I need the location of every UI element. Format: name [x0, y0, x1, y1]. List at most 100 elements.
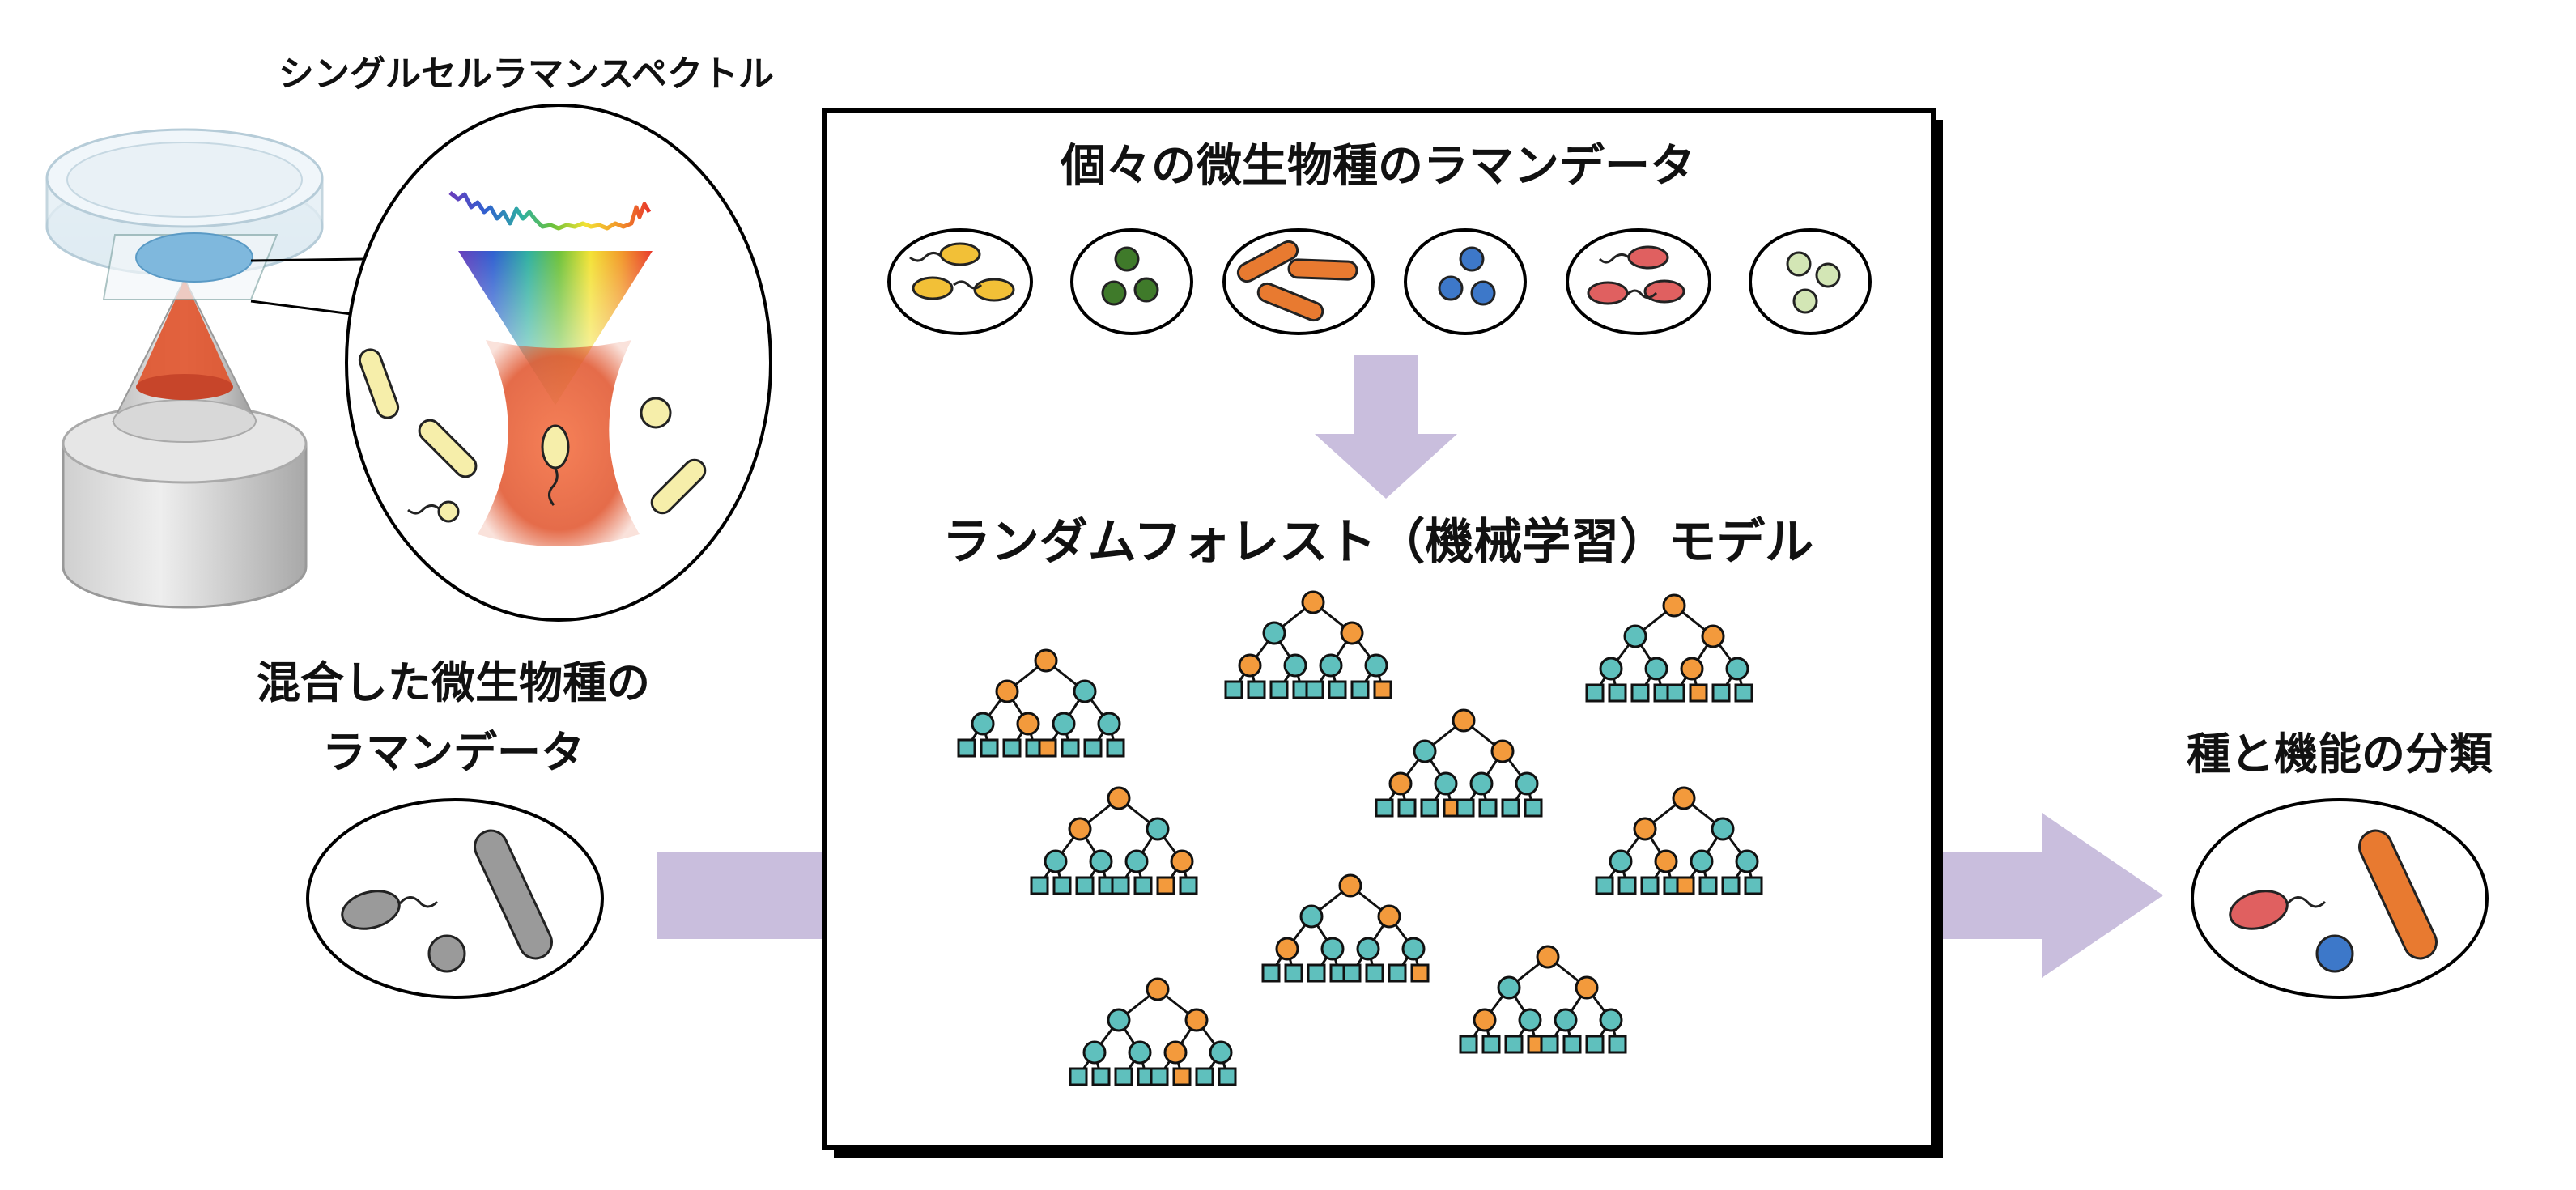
- tree-node: [1575, 975, 1599, 1000]
- tree-node: [1170, 849, 1194, 873]
- tree-leaf: [1585, 1035, 1605, 1054]
- training-arrow: [1315, 355, 1457, 499]
- tree-node: [1238, 653, 1262, 678]
- tree-node: [1469, 771, 1494, 796]
- decision-tree-icon: [957, 648, 1125, 758]
- tree-node: [1644, 657, 1668, 681]
- tree-leaf: [1562, 1035, 1582, 1054]
- decision-tree-icon: [1595, 786, 1763, 895]
- tree-node: [1490, 739, 1515, 763]
- tree-leaf: [1247, 680, 1266, 699]
- tree-leaf: [1420, 798, 1439, 818]
- tree-leaf: [1038, 738, 1057, 758]
- tree-leaf: [1091, 1067, 1111, 1086]
- species-cell-6: [1749, 228, 1872, 335]
- tree-node: [1599, 1008, 1623, 1032]
- decision-tree-icon: [1069, 977, 1237, 1086]
- tree-node: [1654, 849, 1678, 873]
- tree-node: [1209, 1040, 1233, 1065]
- tree-node: [1299, 904, 1324, 929]
- tree-node: [1356, 937, 1380, 961]
- tree-leaf: [1373, 680, 1392, 699]
- tree-leaf: [980, 738, 999, 758]
- input-label-line1: 混合した微生物種の: [257, 657, 650, 708]
- tree-node: [1672, 786, 1696, 810]
- output-title: 種と機能の分類: [2187, 729, 2493, 780]
- tree-leaf: [1305, 680, 1324, 699]
- tree-node: [1725, 657, 1749, 681]
- tree-leaf: [1410, 963, 1430, 983]
- tree-node: [1377, 904, 1401, 929]
- tree-node: [1107, 1008, 1131, 1032]
- tree-node: [1073, 679, 1097, 703]
- tree-node: [1097, 712, 1121, 736]
- tree-node: [1128, 1040, 1152, 1065]
- tree-leaf: [1456, 798, 1475, 818]
- tree-node: [1082, 1040, 1107, 1065]
- tree-leaf: [1698, 876, 1718, 895]
- tree-leaf: [1150, 1067, 1169, 1086]
- classified-output-cell: [2191, 798, 2489, 999]
- tree-leaf: [1328, 680, 1347, 699]
- tree-leaf: [1365, 963, 1384, 983]
- zoom-callout: [345, 104, 772, 622]
- tree-leaf: [1030, 876, 1049, 895]
- tree-node: [1034, 648, 1058, 673]
- tree-leaf: [1172, 1067, 1192, 1086]
- tree-node: [1554, 1008, 1578, 1032]
- decision-tree-icon: [1585, 593, 1753, 703]
- tree-node: [1089, 849, 1113, 873]
- tree-leaf: [1504, 1035, 1524, 1054]
- tree-leaf: [1608, 683, 1627, 703]
- tree-node: [1044, 849, 1068, 873]
- tree-leaf: [1307, 963, 1326, 983]
- tree-leaf: [1640, 876, 1660, 895]
- decision-tree-icon: [1224, 590, 1392, 699]
- tree-node: [1473, 1008, 1497, 1032]
- tree-node: [1320, 937, 1345, 961]
- microscope-illustration: [45, 128, 365, 609]
- tree-leaf: [1083, 738, 1103, 758]
- tree-node: [1338, 873, 1362, 898]
- decision-tree-icon: [1261, 873, 1430, 983]
- tree-leaf: [1350, 680, 1370, 699]
- species-row: [887, 228, 1872, 335]
- tree-node: [1690, 849, 1714, 873]
- tree-leaf: [1689, 683, 1708, 703]
- tree-leaf: [1342, 963, 1362, 983]
- tree-node: [1401, 937, 1426, 961]
- tree-node: [1146, 817, 1170, 841]
- tree-node: [1662, 593, 1686, 618]
- tree-leaf: [1075, 876, 1095, 895]
- tree-node: [1262, 621, 1286, 645]
- tree-leaf: [1106, 738, 1125, 758]
- output-arrow: [1941, 813, 2163, 978]
- raman-spectrum-trace: [448, 191, 652, 231]
- tree-leaf: [1388, 963, 1407, 983]
- tree-node: [1536, 945, 1560, 969]
- tree-leaf: [1524, 798, 1543, 818]
- tree-leaf: [1585, 683, 1605, 703]
- tree-node: [1452, 708, 1476, 733]
- tree-leaf: [1478, 798, 1498, 818]
- tree-leaf: [1666, 683, 1685, 703]
- tree-leaf: [1052, 876, 1072, 895]
- tree-node: [1633, 817, 1657, 841]
- tree-leaf: [1734, 683, 1753, 703]
- tree-leaf: [1002, 738, 1022, 758]
- decision-tree-icon: [1459, 945, 1627, 1054]
- tree-leaf: [1459, 1035, 1478, 1054]
- tree-node: [1711, 817, 1735, 841]
- tree-leaf: [1114, 1067, 1133, 1086]
- tree-node: [1609, 849, 1633, 873]
- tree-node: [1518, 1008, 1542, 1032]
- decision-tree-icon: [1375, 708, 1543, 818]
- random-forest-trees: [957, 590, 1763, 1086]
- tree-leaf: [1156, 876, 1175, 895]
- tree-leaf: [1608, 1035, 1627, 1054]
- tree-leaf: [1111, 876, 1130, 895]
- tree-node: [1701, 624, 1725, 648]
- tree-node: [1735, 849, 1759, 873]
- tree-leaf: [1179, 876, 1198, 895]
